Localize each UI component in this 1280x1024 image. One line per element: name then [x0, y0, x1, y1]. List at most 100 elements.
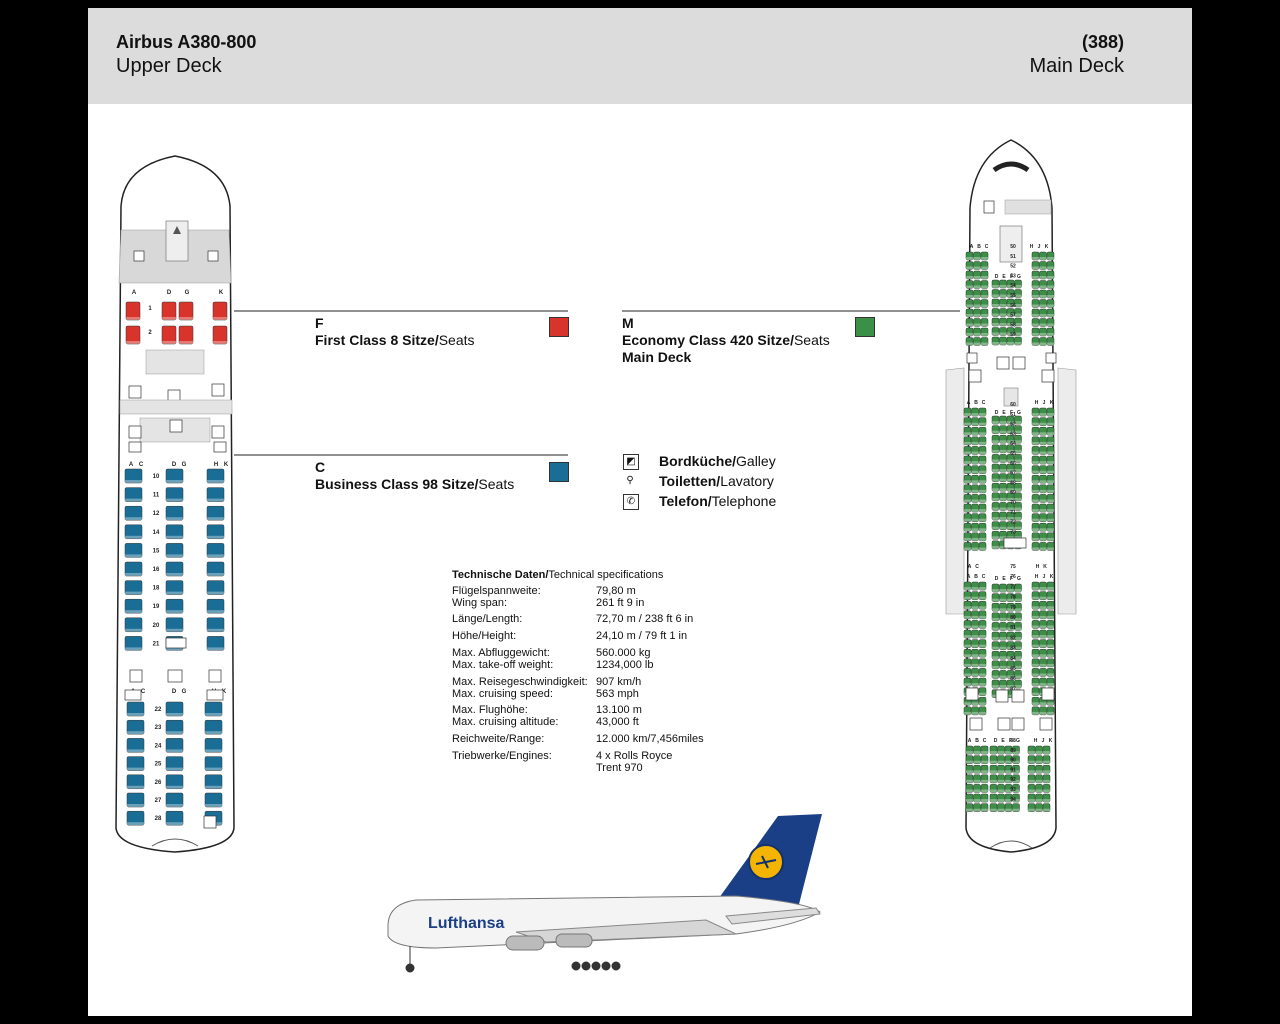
- economy-seat: [1031, 327, 1040, 337]
- seat-column-letter: H: [214, 462, 218, 468]
- economy-seat: [971, 542, 979, 551]
- economy-seat: [978, 639, 987, 648]
- economy-seat: [963, 484, 972, 494]
- economy-seat: [978, 484, 987, 494]
- economy-seat: [971, 494, 979, 503]
- economy-seat: [1031, 503, 1040, 513]
- galley-icon: [1041, 369, 1055, 383]
- galley-icon: [996, 356, 1010, 370]
- lavatory-icon: ⚲: [623, 474, 637, 488]
- economy-seat: [1039, 591, 1047, 600]
- economy-seat: [1006, 336, 1015, 346]
- economy-seat: [978, 426, 987, 436]
- legend-first-code: F: [315, 315, 324, 331]
- economy-seat: [963, 648, 972, 658]
- economy-seat: [991, 308, 1000, 317]
- economy-seat: [963, 474, 972, 484]
- seat-row-number: 26: [155, 780, 162, 786]
- economy-seat: [963, 503, 972, 513]
- economy-seat: [1012, 784, 1020, 793]
- economy-seat: [1046, 446, 1055, 455]
- first-class-seat: [212, 301, 228, 321]
- economy-seat: [1046, 289, 1055, 299]
- economy-seat: [1031, 494, 1040, 503]
- economy-seat: [1004, 745, 1013, 755]
- economy-seat: [980, 803, 989, 812]
- lavatory-icon: [1041, 687, 1055, 701]
- seat-column-letter: K: [1050, 574, 1054, 580]
- business-class-seat: [165, 738, 184, 753]
- economy-seat: [1046, 465, 1055, 474]
- economy-seat: [991, 502, 1000, 511]
- economy-seat: [991, 425, 1000, 434]
- economy-seat: [1039, 261, 1047, 270]
- economy-seat: [965, 289, 974, 299]
- business-class-seat: [204, 792, 223, 808]
- business-class-seat: [124, 636, 143, 651]
- economy-seat: [999, 502, 1007, 511]
- business-class-seat: [124, 468, 143, 484]
- spec-key: Max. take-off weight:: [452, 659, 554, 671]
- lavatory-icon: [165, 637, 187, 649]
- seat-column-letter: K: [1049, 738, 1053, 744]
- economy-seat: [1031, 648, 1040, 658]
- seat-row-number: 52: [1010, 264, 1016, 270]
- legend-economy-text: Seats: [793, 332, 830, 348]
- economy-seat: [1014, 631, 1022, 641]
- business-class-seat: [206, 487, 225, 502]
- economy-seat: [978, 600, 987, 610]
- seat-column-letter: K: [1043, 564, 1047, 570]
- economy-seat: [989, 764, 998, 774]
- seat-column-letter: D: [995, 410, 999, 416]
- seat-row-number: 69: [1010, 490, 1016, 496]
- economy-seat: [1014, 463, 1022, 473]
- economy-seat: [1046, 620, 1055, 629]
- seat-row-number: 79: [1010, 605, 1016, 611]
- economy-seat: [999, 454, 1007, 463]
- economy-seat: [1027, 774, 1036, 784]
- seat-column-letter: B: [974, 400, 978, 406]
- economy-seat: [1014, 279, 1022, 289]
- economy-seat: [1046, 706, 1055, 716]
- economy-seat: [991, 482, 1000, 492]
- spec-key: Max. Reisegeschwindigkeit:: [452, 676, 588, 688]
- economy-seat: [999, 434, 1007, 444]
- economy-class-swatch: [855, 317, 875, 337]
- economy-seat: [1012, 755, 1020, 764]
- economy-seat: [1046, 639, 1055, 648]
- economy-seat: [1039, 446, 1047, 455]
- economy-seat: [973, 774, 981, 784]
- economy-seat: [1014, 482, 1022, 492]
- seat-column-letter: G: [1017, 576, 1021, 582]
- economy-seat: [1042, 793, 1051, 803]
- legend-economy-code: M: [622, 315, 634, 331]
- economy-seat: [973, 318, 981, 327]
- economy-seat: [1046, 629, 1055, 639]
- seat-row-number: 2: [148, 330, 152, 336]
- economy-seat: [1046, 299, 1055, 308]
- business-class-seat: [126, 756, 145, 771]
- first-class-seat: [125, 325, 141, 345]
- seat-column-letter: H: [1035, 400, 1039, 406]
- spec-key: Max. cruising altitude:: [452, 716, 559, 728]
- seat-row-number: 55: [1010, 293, 1016, 299]
- business-class-seat: [165, 505, 184, 521]
- economy-seat: [1006, 511, 1015, 521]
- economy-seat: [989, 803, 998, 812]
- seat-row-number: 76: [1010, 574, 1016, 580]
- seat-column-letter: C: [139, 462, 144, 468]
- economy-seat: [971, 426, 979, 436]
- economy-seat: [965, 270, 974, 280]
- economy-seat: [1031, 318, 1040, 327]
- economy-seat: [1046, 261, 1055, 270]
- seat-row-number: 72: [1010, 520, 1016, 526]
- seat-row-number: 93: [1010, 787, 1016, 793]
- economy-seat: [978, 446, 987, 455]
- economy-seat: [991, 454, 1000, 463]
- economy-seat: [1031, 668, 1040, 677]
- seat-row-number: 61: [1010, 412, 1016, 418]
- economy-seat: [989, 774, 998, 784]
- economy-seat: [1014, 502, 1022, 511]
- economy-seat: [1031, 417, 1040, 426]
- telephone-icon: [128, 441, 142, 453]
